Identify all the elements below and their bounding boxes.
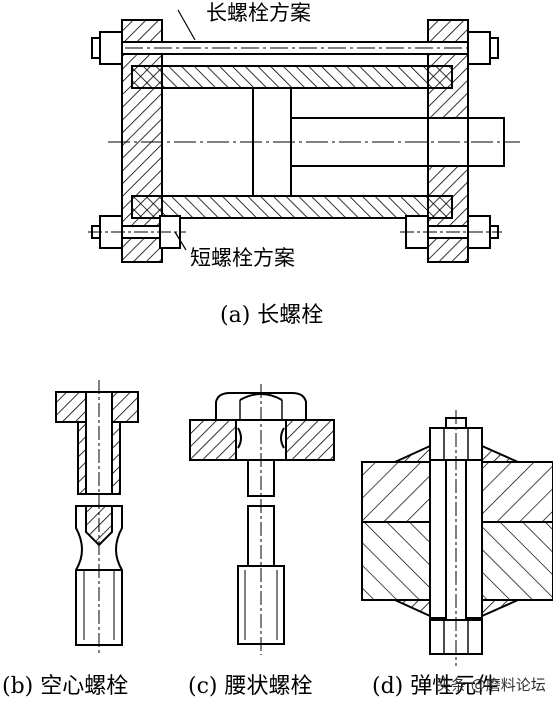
caption-d: (d) 弹性元件 xyxy=(372,674,498,699)
hollow-bolt xyxy=(55,380,139,655)
caption-b: (b) 空心螺栓 xyxy=(2,674,128,699)
label-short-scheme: 短螺栓方案 xyxy=(190,246,295,270)
nut-top-left xyxy=(99,31,123,65)
nut-top-right xyxy=(467,31,491,65)
cylinder-top-wall xyxy=(131,65,453,89)
elastic-element-joint xyxy=(361,410,553,666)
lower-elastic-washer xyxy=(394,599,519,618)
label-long-scheme: 长螺栓方案 xyxy=(206,1,311,25)
left-end-plate xyxy=(121,19,163,263)
watermark-text: 头条 @磨料论坛 xyxy=(436,676,546,694)
cylinder-bottom-wall xyxy=(131,195,453,219)
long-bolt-assembly xyxy=(88,9,520,263)
waisted-bolt xyxy=(189,384,335,655)
caption-c: (c) 腰状螺栓 xyxy=(188,674,312,699)
caption-a: (a) 长螺栓 xyxy=(220,303,323,328)
